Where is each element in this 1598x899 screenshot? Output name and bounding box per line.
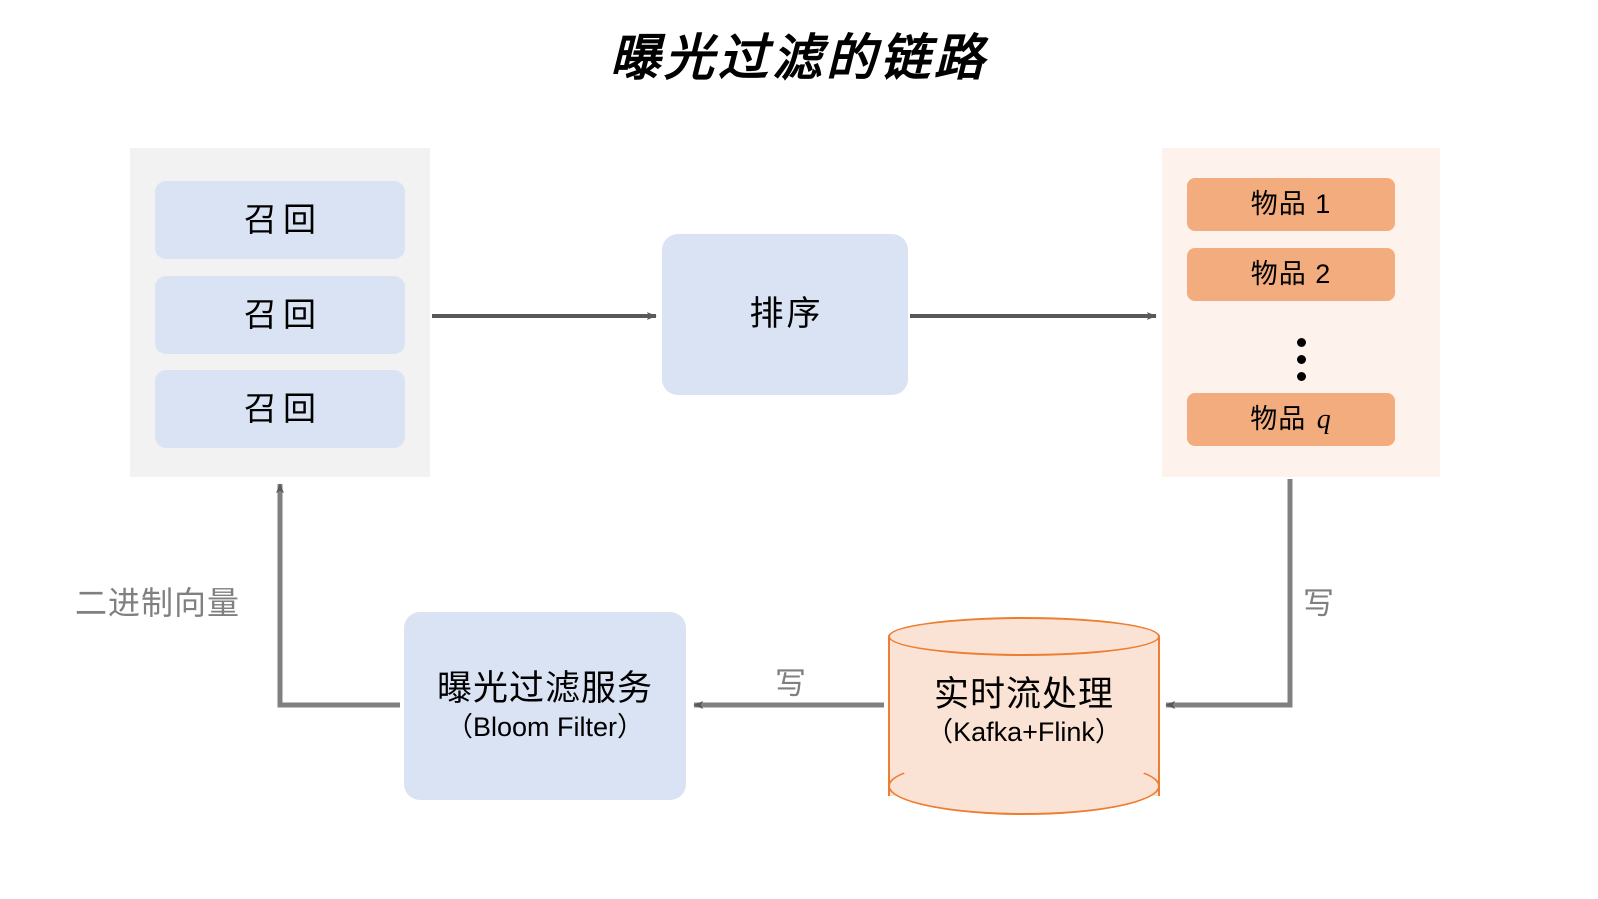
exposure-filter-title: 曝光过滤服务 xyxy=(436,669,653,709)
exposure-filter-node[interactable]: 曝光过滤服务 （Bloom Filter） xyxy=(404,612,686,800)
item-box-q-variable: q xyxy=(1316,403,1332,435)
cylinder-top-ellipse xyxy=(888,617,1160,656)
items-panel: 物品 1 物品 2 物品 q xyxy=(1162,148,1440,477)
rank-node[interactable]: 排序 xyxy=(662,234,908,395)
edge-label-write-middle: 写 xyxy=(775,666,806,701)
item-box-q[interactable]: 物品 q xyxy=(1187,393,1395,446)
recall-box-1-label: 召回 xyxy=(244,200,322,238)
recall-box-3-label: 召回 xyxy=(244,389,322,427)
rank-node-label: 排序 xyxy=(749,295,824,334)
item-box-2[interactable]: 物品 2 xyxy=(1187,248,1395,301)
vertical-ellipsis-icon xyxy=(1162,330,1440,381)
recall-box-3[interactable]: 召回 xyxy=(155,370,405,448)
stream-processing-label: 实时流处理 （Kafka+Flink） xyxy=(888,675,1160,748)
page-title: 曝光过滤的链路 xyxy=(610,30,988,86)
edge-label-write-right: 写 xyxy=(1303,586,1334,621)
recall-panel: 召回 召回 召回 xyxy=(130,148,430,477)
item-box-2-label: 物品 2 xyxy=(1250,258,1332,289)
stream-processing-title: 实时流处理 xyxy=(933,675,1114,714)
item-box-q-label: 物品 q xyxy=(1250,403,1332,436)
recall-box-2-label: 召回 xyxy=(244,295,322,333)
edge-items-to-stream xyxy=(1165,479,1293,709)
exposure-filter-subtitle: （Bloom Filter） xyxy=(445,711,645,742)
edge-label-binary-vector: 二进制向量 xyxy=(75,585,241,621)
item-box-1-label: 物品 1 xyxy=(1250,188,1332,219)
recall-box-1[interactable]: 召回 xyxy=(155,181,405,259)
recall-box-2[interactable]: 召回 xyxy=(155,276,405,354)
cylinder-bottom-ellipse xyxy=(888,757,1160,815)
stream-processing-node[interactable]: 实时流处理 （Kafka+Flink） xyxy=(888,617,1160,815)
ellipsis-dot-1 xyxy=(1296,338,1306,347)
edge-filter-to-recall xyxy=(276,483,400,708)
ellipsis-dot-2 xyxy=(1296,355,1306,364)
ellipsis-dot-3 xyxy=(1296,372,1306,381)
item-box-1[interactable]: 物品 1 xyxy=(1187,178,1395,231)
stream-processing-subtitle: （Kafka+Flink） xyxy=(926,717,1122,748)
item-box-q-prefix: 物品 xyxy=(1250,403,1315,434)
